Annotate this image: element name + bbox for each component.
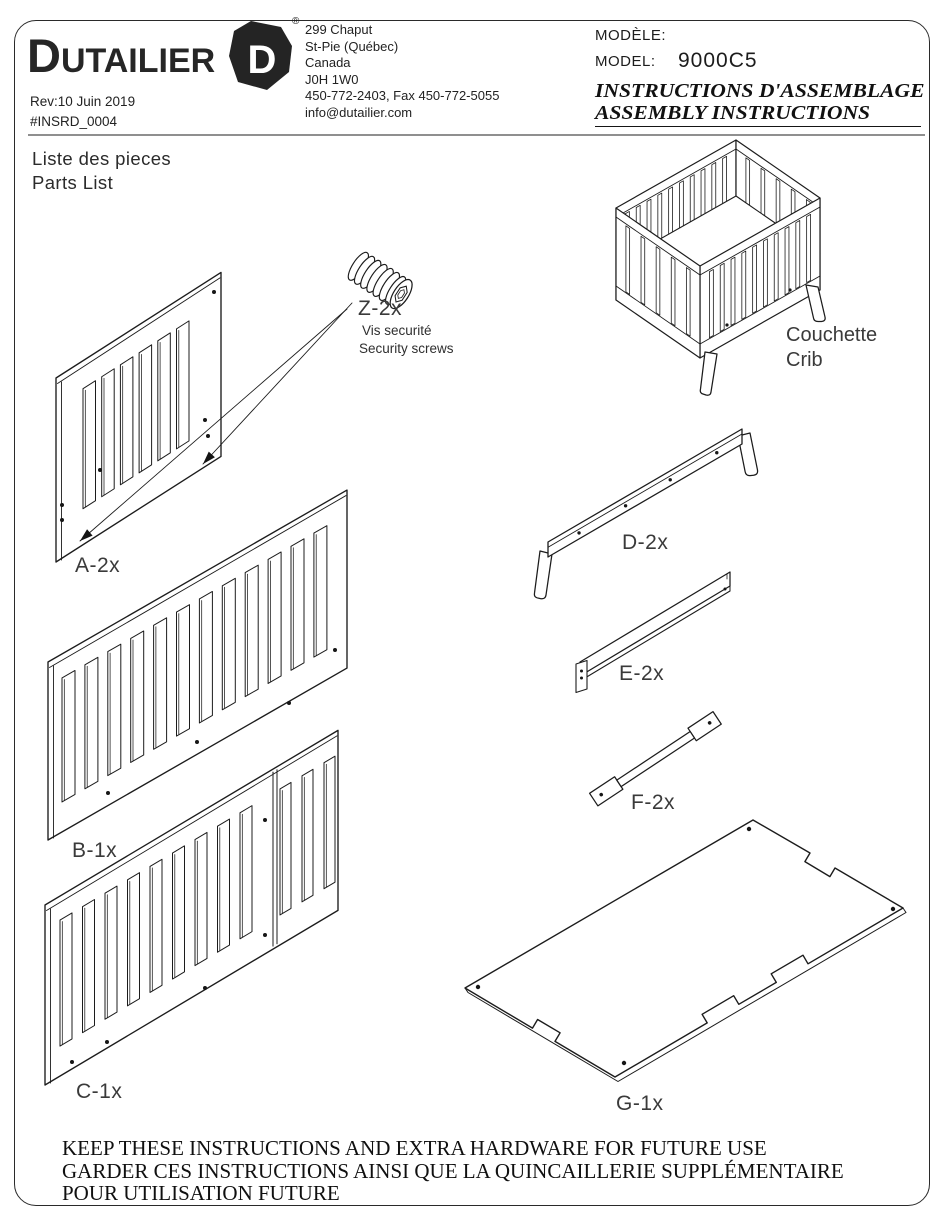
section-title: Liste des pieces Parts List (32, 147, 171, 195)
part-label-z: Z-2x (358, 297, 402, 320)
footer-line-3: POUR UTILISATION FUTURE (62, 1181, 340, 1206)
panel-c-drawing (44, 729, 339, 1086)
panel-a-drawing (55, 271, 222, 563)
section-title-fr: Liste des pieces (32, 148, 172, 169)
product-name: Couchette Crib (786, 323, 877, 373)
model-label-en: MODEL: (595, 53, 656, 70)
part-label-g: G-1x (616, 1092, 664, 1115)
product-name-en: Crib (786, 349, 823, 371)
section-title-en: Parts List (32, 172, 114, 193)
rail-e-drawing (575, 571, 731, 694)
model-number: 9000C5 (678, 49, 758, 72)
model-row-en: MODEL: 9000C5 (595, 49, 757, 72)
model-row-fr: MODÈLE: (595, 27, 666, 45)
address-line: 450-772-2403, Fax 450-772-5055 (305, 88, 500, 103)
brand-d-mark-letter: D (248, 38, 277, 82)
part-label-f: F-2x (631, 791, 675, 814)
doc-title: INSTRUCTIONS D'ASSEMBLAGE ASSEMBLY INSTR… (595, 80, 925, 124)
header-divider (28, 134, 925, 136)
address-line: info@dutailier.com (305, 104, 413, 120)
page-border (14, 20, 930, 1206)
security-screw-drawing (347, 251, 413, 310)
document-number: #INSRD_0004 (30, 114, 118, 129)
part-label-e: E-2x (619, 662, 665, 685)
doc-title-fr: INSTRUCTIONS D'ASSEMBLAGE (595, 80, 925, 102)
address-line: 299 Chaput (305, 22, 373, 37)
mattress-base-g-drawing (464, 819, 907, 1082)
product-name-fr: Couchette (786, 324, 878, 346)
part-desc-z-en: Security screws (359, 341, 454, 356)
company-address: 299 Chaput St-Pie (Québec) Canada J0H 1W… (305, 22, 499, 121)
address-line: Canada (305, 55, 351, 70)
part-label-a: A-2x (75, 554, 121, 577)
title-underline (595, 126, 921, 127)
brand-d-mark: D (229, 21, 292, 90)
doc-title-en: ASSEMBLY INSTRUCTIONS (595, 101, 871, 124)
part-desc-z-fr: Vis securité (362, 323, 432, 338)
address-line: St-Pie (Québec) (305, 38, 399, 54)
brand-logo: DUTAILIER (27, 29, 216, 82)
crib-drawing (615, 139, 826, 396)
registered-trademark-icon: ® (292, 16, 300, 27)
footer-line-2: GARDER CES INSTRUCTIONS AINSI QUE LA QUI… (62, 1158, 844, 1183)
rail-d-drawing (533, 428, 759, 600)
address-line: J0H 1W0 (305, 71, 359, 87)
model-label-fr: MODÈLE: (595, 27, 667, 44)
stretcher-f-drawing (588, 711, 722, 807)
panel-b-drawing (47, 489, 348, 841)
revision-date: Rev:10 Juin 2019 (30, 94, 136, 109)
part-label-d: D-2x (622, 531, 669, 554)
footer-line-1: KEEP THESE INSTRUCTIONS AND EXTRA HARDWA… (62, 1136, 767, 1160)
part-label-c: C-1x (76, 1080, 123, 1103)
footer-warning: KEEP THESE INSTRUCTIONS AND EXTRA HARDWA… (62, 1137, 844, 1205)
part-label-b: B-1x (72, 839, 118, 862)
screw-pointer-arrows (79, 302, 353, 542)
